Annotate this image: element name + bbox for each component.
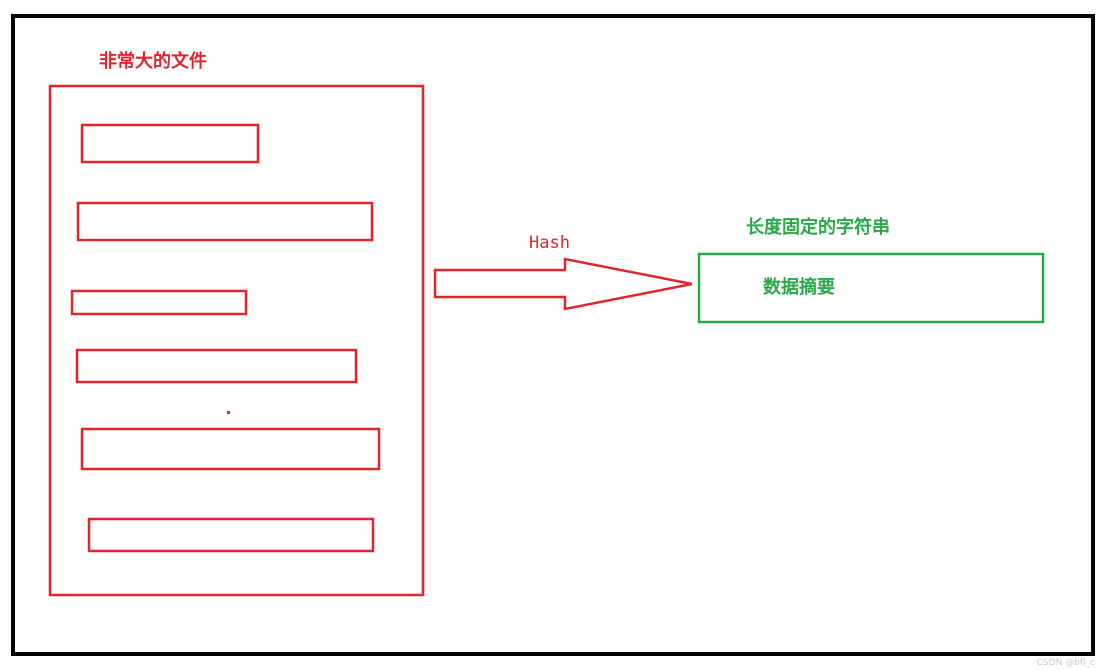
fixed-length-string-title: 长度固定的字符串 (746, 217, 890, 238)
file-chunk (76, 201, 374, 242)
watermark: CSDN @bfl_c (1036, 658, 1095, 668)
digest-box (697, 252, 1045, 324)
file-chunk (80, 123, 260, 164)
large-file-title: 非常大的文件 (99, 51, 207, 72)
file-chunk (70, 289, 248, 316)
file-chunk (75, 348, 358, 384)
digest-label: 数据摘要 (763, 277, 835, 298)
ellipsis-dot (227, 411, 230, 414)
outer-frame (11, 14, 1095, 656)
file-chunk (87, 517, 375, 553)
hash-arrow (433, 257, 693, 311)
large-file-box (48, 84, 425, 597)
hash-label: Hash (529, 233, 570, 253)
file-chunk (80, 427, 381, 471)
